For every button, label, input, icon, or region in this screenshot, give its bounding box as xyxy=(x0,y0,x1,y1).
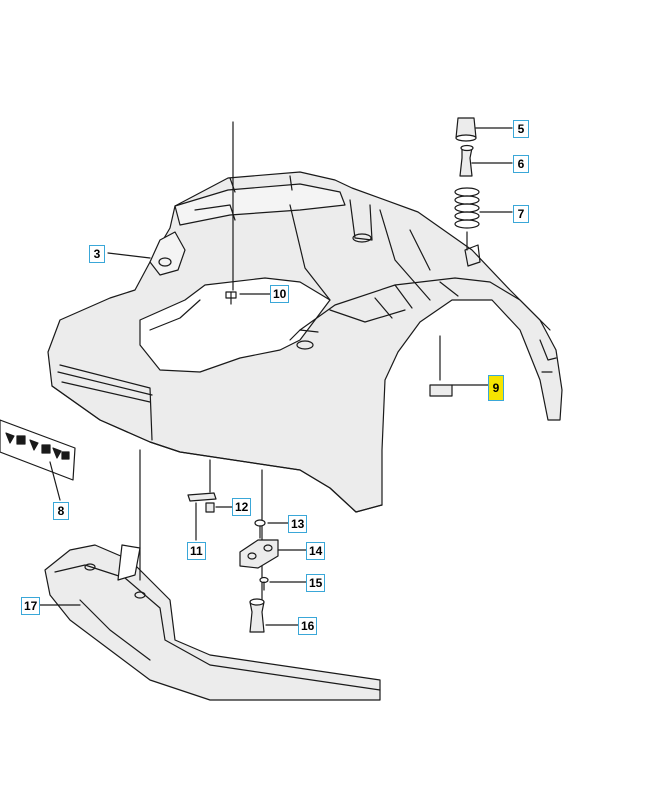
shaft-6 xyxy=(459,144,474,177)
post-16 xyxy=(249,598,265,633)
pin-12 xyxy=(205,502,215,513)
callout-15[interactable]: 15 xyxy=(306,574,326,592)
body-cover xyxy=(47,171,563,513)
bumper-17 xyxy=(44,544,381,701)
callout-13[interactable]: 13 xyxy=(288,515,308,533)
callout-10[interactable]: 10 xyxy=(270,285,290,303)
callout-17[interactable]: 17 xyxy=(21,597,41,615)
bracket-14 xyxy=(239,539,279,569)
callout-5[interactable]: 5 xyxy=(513,120,529,138)
callout-3[interactable]: 3 xyxy=(89,245,105,263)
screw-10 xyxy=(225,291,237,305)
screw-13 xyxy=(254,519,266,539)
warning-decal-8 xyxy=(0,419,76,481)
callout-7[interactable]: 7 xyxy=(513,205,529,223)
callout-14[interactable]: 14 xyxy=(306,542,326,560)
label-9 xyxy=(429,384,453,397)
callout-6[interactable]: 6 xyxy=(513,155,529,173)
spring-7 xyxy=(454,187,480,251)
callout-16[interactable]: 16 xyxy=(298,617,318,635)
callout-11[interactable]: 11 xyxy=(187,542,206,560)
callout-8[interactable]: 8 xyxy=(53,502,69,520)
knob-5 xyxy=(455,117,477,142)
screw-15 xyxy=(259,576,269,591)
pad-11 xyxy=(187,492,217,502)
callout-12[interactable]: 12 xyxy=(232,498,252,516)
callout-9[interactable]: 9 xyxy=(488,375,504,401)
